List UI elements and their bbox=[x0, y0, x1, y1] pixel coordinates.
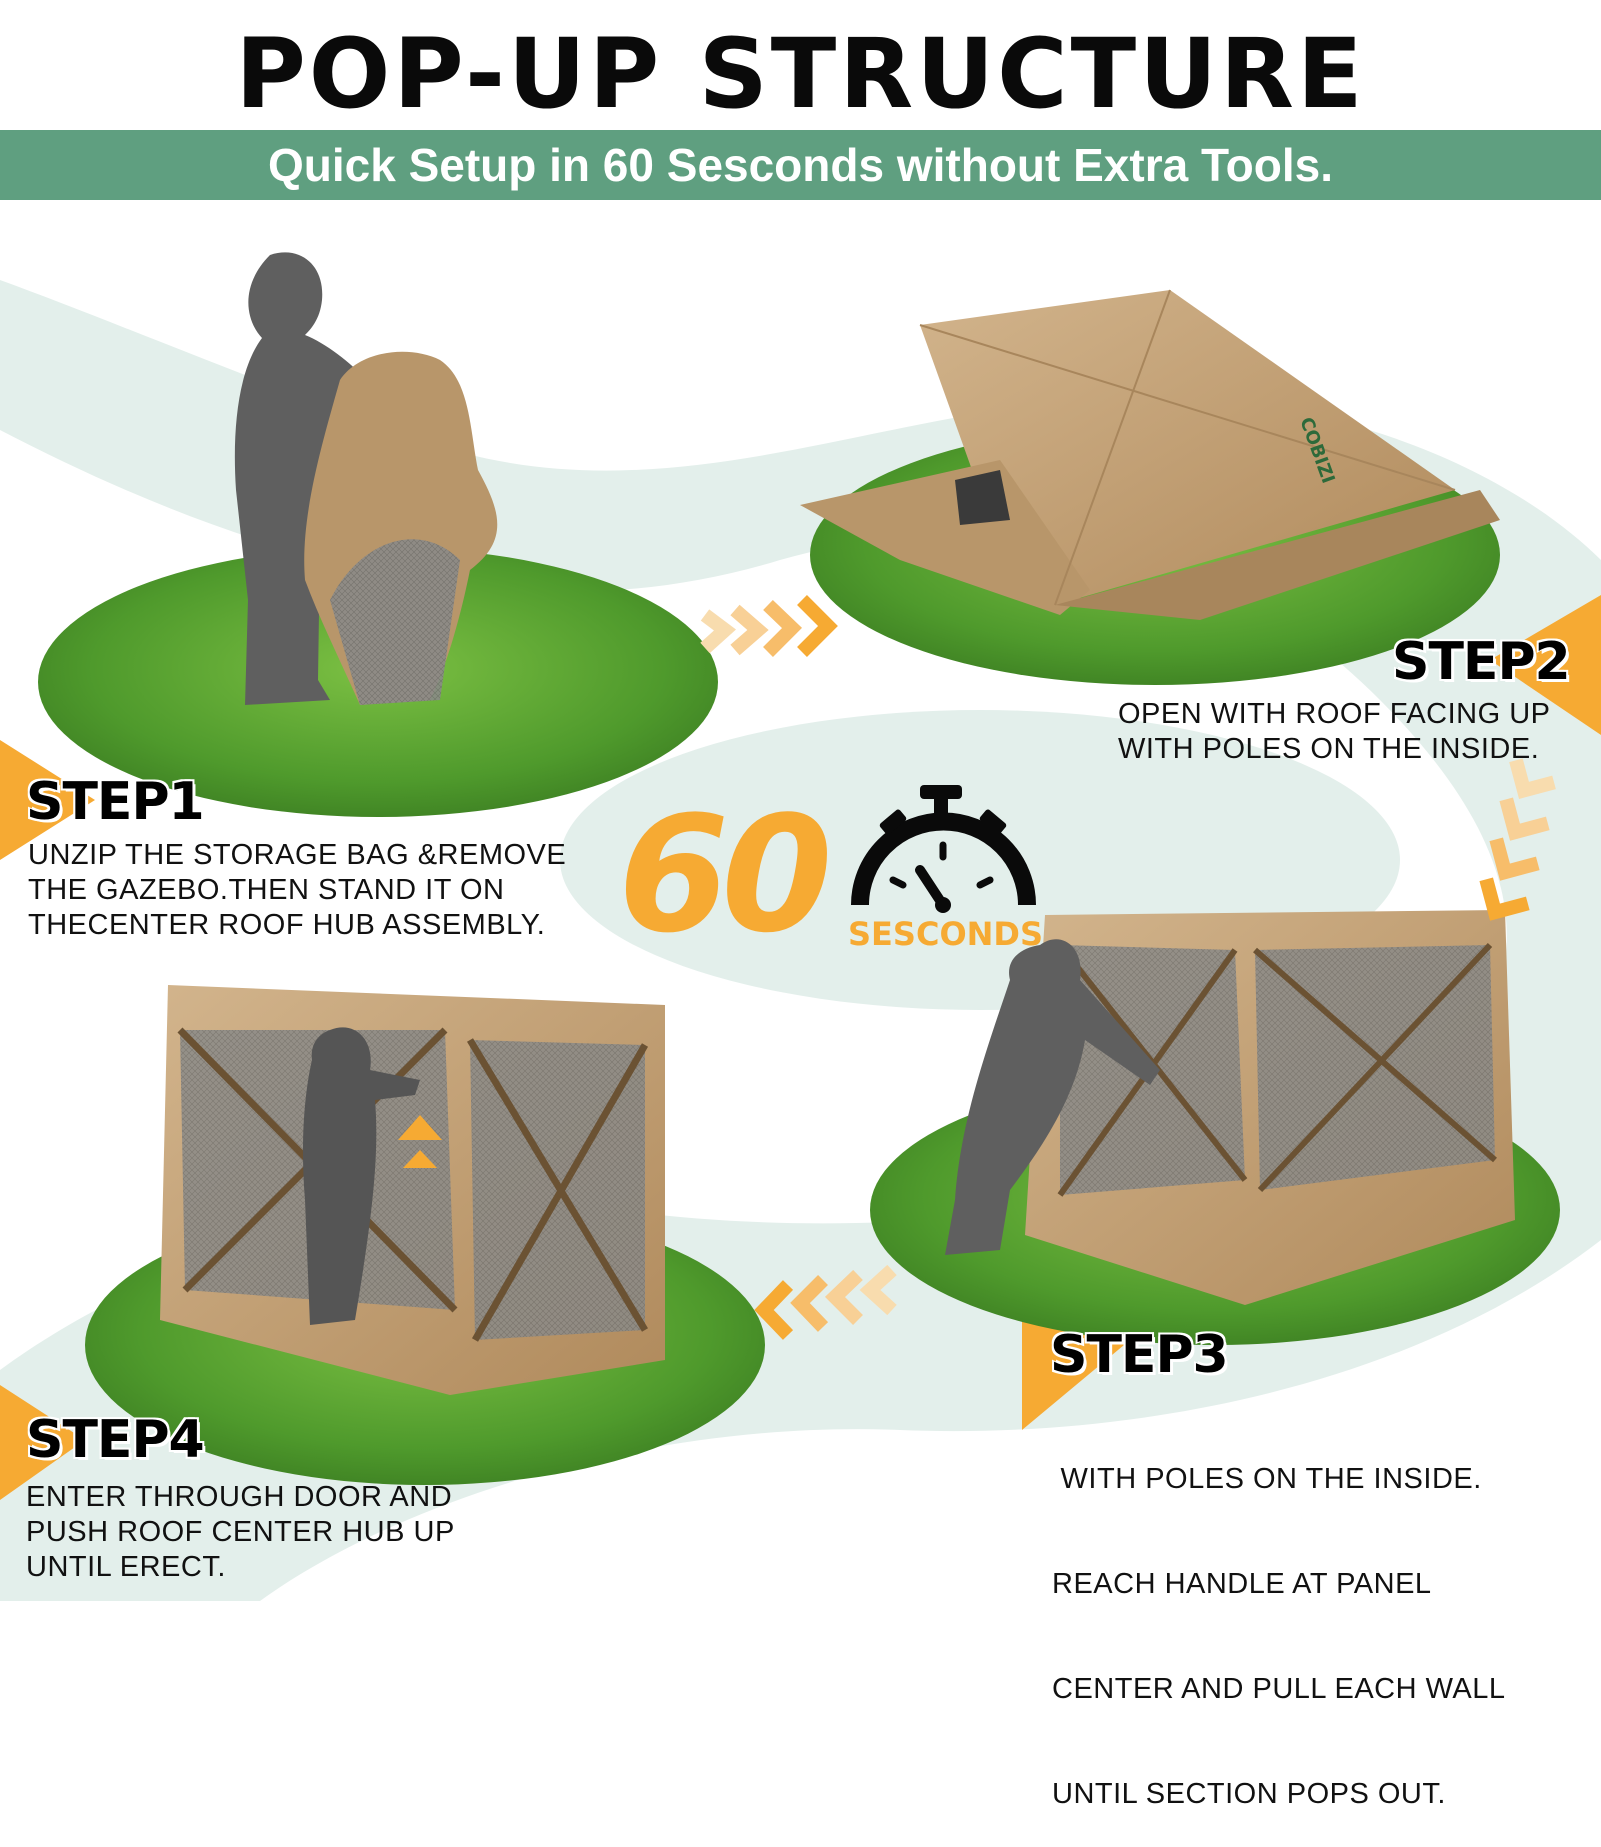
up-arrow-icon bbox=[403, 1150, 437, 1168]
step1-line: UNZIP THE STORAGE BAG &REMOVE bbox=[28, 839, 567, 871]
step3-label: STEP3 bbox=[1050, 1325, 1229, 1385]
step2-line: OPEN WITH ROOF FACING UP bbox=[1118, 698, 1551, 730]
chevron-arrows-down-icon bbox=[1479, 758, 1556, 921]
step4-line: PUSH ROOF CENTER HUB UP bbox=[26, 1516, 455, 1548]
step2-description: OPEN WITH ROOF FACING UP WITH POLES ON T… bbox=[1118, 697, 1551, 767]
step4-description: ENTER THROUGH DOOR AND PUSH ROOF CENTER … bbox=[26, 1480, 455, 1585]
step2-illustration: COBIZI bbox=[800, 289, 1500, 620]
timer-number: 60 bbox=[618, 781, 833, 968]
person-silhouette bbox=[302, 1027, 420, 1325]
step2-label: STEP2 bbox=[1392, 632, 1571, 692]
step1-line: THECENTER ROOF HUB ASSEMBLY. bbox=[28, 909, 546, 941]
orange-triangle bbox=[0, 740, 95, 860]
step3-illustration bbox=[945, 910, 1515, 1305]
step3-description: WITH POLES ON THE INSIDE. REACH HANDLE A… bbox=[1052, 1392, 1506, 1847]
step4-illustration bbox=[160, 985, 665, 1395]
step3-line: CENTER AND PULL EACH WALL bbox=[1052, 1673, 1506, 1705]
timer-unit: SESCONDS bbox=[848, 915, 1044, 953]
chevron-arrows-right-icon bbox=[700, 595, 838, 657]
subtitle-text: Quick Setup in 60 Sesconds without Extra… bbox=[267, 139, 1333, 191]
tent-roof bbox=[920, 290, 1455, 605]
orange-triangle bbox=[1490, 595, 1601, 735]
step4-line: ENTER THROUGH DOOR AND bbox=[26, 1481, 453, 1513]
page-title: POP-UP STRUCTURE bbox=[235, 18, 1366, 130]
orange-triangle bbox=[0, 1385, 85, 1500]
step4-line: UNTIL ERECT. bbox=[26, 1551, 226, 1583]
step4-label: STEP4 bbox=[26, 1410, 205, 1470]
stopwatch-icon bbox=[851, 785, 1036, 913]
background-illustration: COBIZI bbox=[0, 252, 1601, 1601]
person-silhouette bbox=[945, 939, 1160, 1255]
step1-description: UNZIP THE STORAGE BAG &REMOVE THE GAZEBO… bbox=[28, 838, 566, 943]
step1-label: STEP1 bbox=[26, 772, 205, 832]
step1-illustration bbox=[234, 252, 498, 705]
step2-line: WITH POLES ON THE INSIDE. bbox=[1118, 733, 1540, 765]
step1-line: THE GAZEBO.THEN STAND IT ON bbox=[28, 874, 505, 906]
step3-line: REACH HANDLE AT PANEL bbox=[1052, 1568, 1432, 1600]
subtitle-banner bbox=[0, 130, 1601, 200]
up-arrow-icon bbox=[398, 1115, 442, 1140]
step3-line: UNTIL SECTION POPS OUT. bbox=[1052, 1778, 1446, 1810]
step3-line: WITH POLES ON THE INSIDE. bbox=[1052, 1463, 1482, 1495]
chevron-arrows-left-icon bbox=[754, 1264, 897, 1340]
